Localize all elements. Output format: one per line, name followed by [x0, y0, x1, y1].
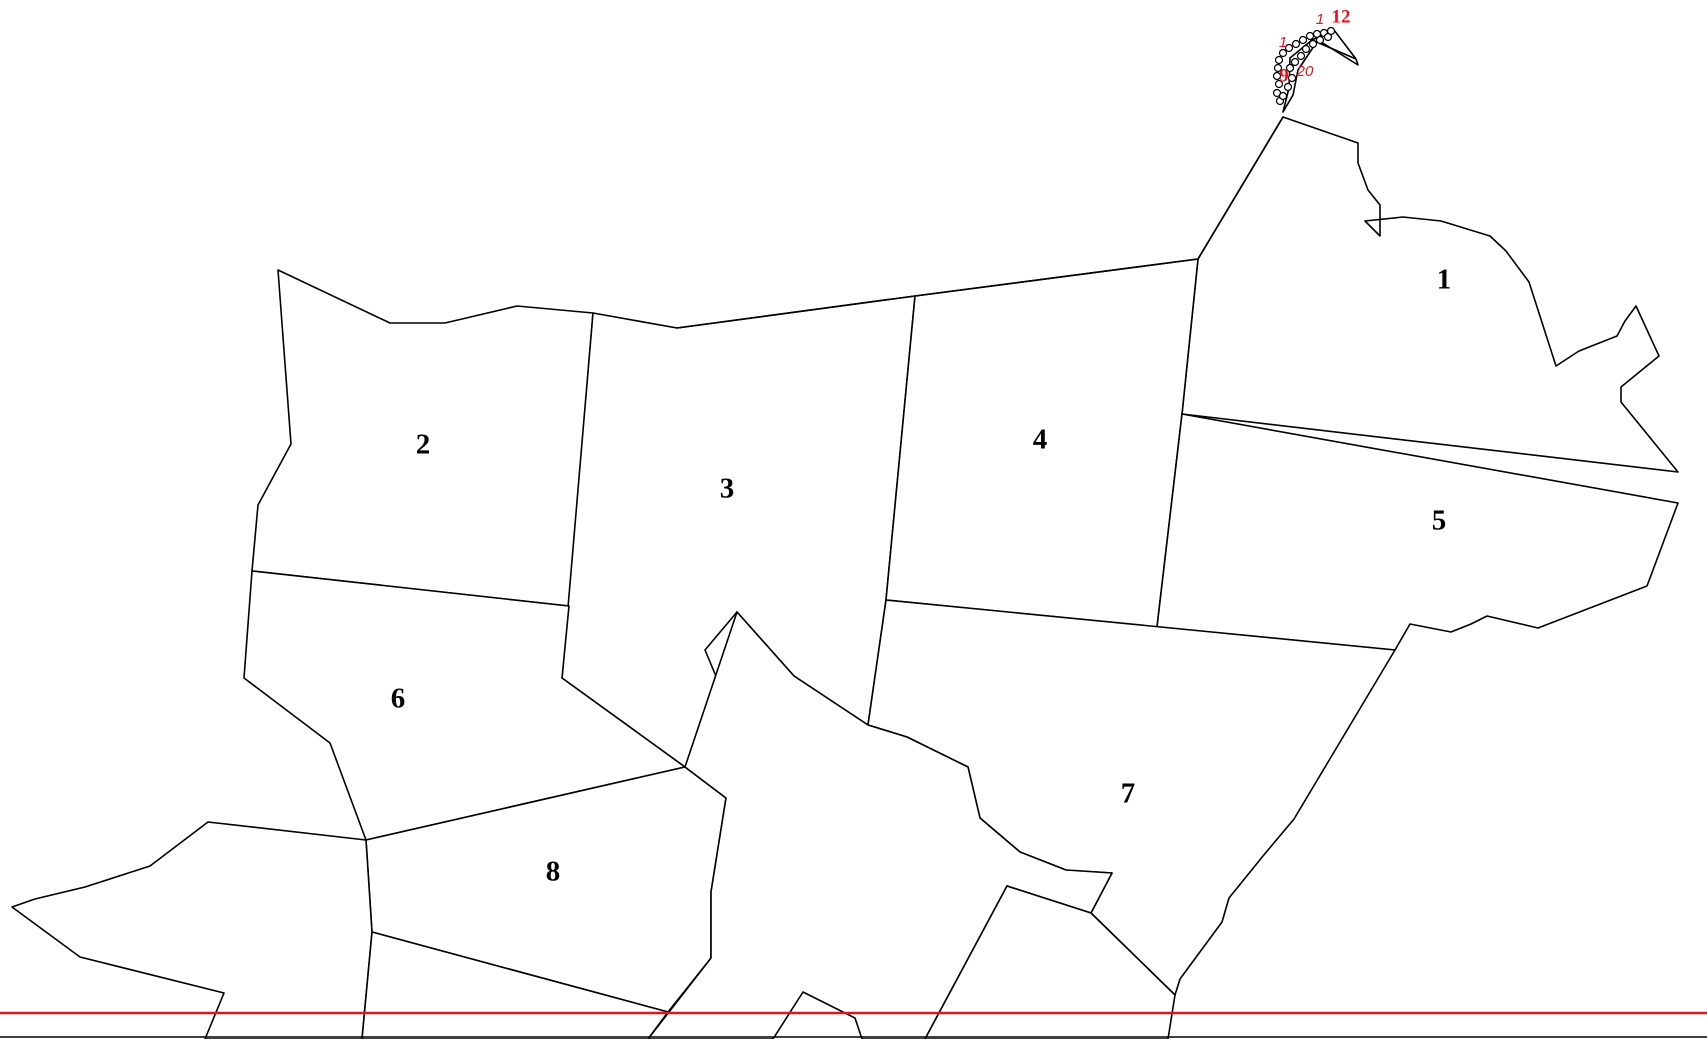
cluster-marker[interactable]: [1278, 48, 1288, 58]
cluster-marker[interactable]: [1305, 31, 1315, 41]
region-label-7: 7: [1121, 778, 1136, 810]
cluster-marker[interactable]: [1296, 51, 1306, 61]
cluster-label-d: 9: [1279, 65, 1289, 86]
cluster-label-c: 12: [1332, 6, 1351, 27]
region-1[interactable]: [1181, 116, 1679, 473]
cluster-marker[interactable]: [1285, 63, 1295, 73]
cluster-marker[interactable]: [1301, 44, 1311, 54]
region-label-3: 3: [720, 473, 735, 505]
cluster-marker[interactable]: [1272, 71, 1282, 81]
region-label-2: 2: [416, 429, 431, 461]
region-label-8: 8: [546, 856, 561, 888]
cluster-labels: 1 1 12 9 20: [1279, 6, 1351, 86]
region-boundaries: [11, 116, 1679, 1039]
cluster-marker[interactable]: [1287, 73, 1297, 83]
north-connector: [676, 116, 1284, 329]
cluster-marker[interactable]: [1274, 79, 1284, 89]
tiny-cluster[interactable]: [1272, 26, 1359, 113]
region-label-5: 5: [1432, 505, 1447, 537]
cluster-marker[interactable]: [1290, 57, 1300, 67]
cluster-marker[interactable]: [1274, 55, 1284, 65]
cluster-marker[interactable]: [1315, 35, 1325, 45]
cluster-marker[interactable]: [1273, 63, 1283, 73]
cluster-marker[interactable]: [1308, 39, 1318, 49]
cluster-marker[interactable]: [1284, 43, 1294, 53]
region-southwest[interactable]: [11, 821, 373, 1039]
cluster-label-a: 1: [1279, 34, 1287, 51]
region-label-1: 1: [1437, 264, 1452, 296]
cluster-marker[interactable]: [1278, 91, 1288, 101]
region-label-6: 6: [391, 683, 406, 715]
cluster-marker[interactable]: [1283, 82, 1293, 92]
cluster-label-e: 20: [1296, 63, 1314, 80]
region-labels: 1 2 3 4 5 6 7 8: [391, 264, 1452, 888]
cluster-marker[interactable]: [1323, 32, 1333, 42]
cluster-label-b: 1: [1316, 11, 1324, 28]
cluster-marker[interactable]: [1291, 39, 1301, 49]
region-label-4: 4: [1033, 424, 1048, 456]
cluster-marker[interactable]: [1298, 35, 1308, 45]
